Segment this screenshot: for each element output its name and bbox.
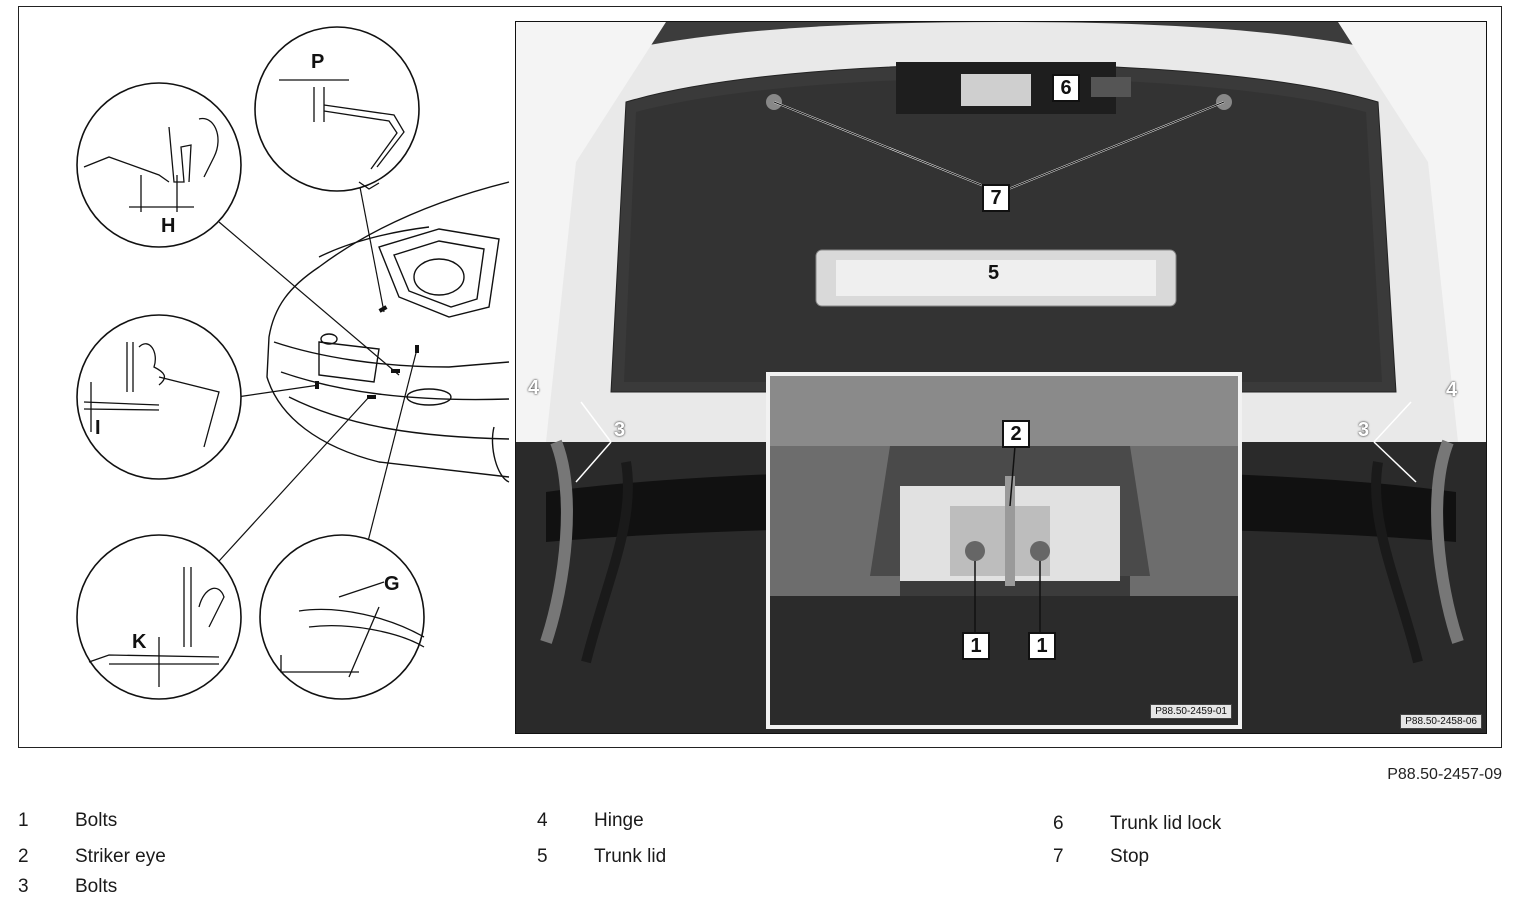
legend-label: Trunk lid [594,846,667,867]
callout-7: 7 [982,184,1010,212]
legend-number: 7 [1053,846,1064,867]
callout-1-left: 1 [962,632,990,660]
legend-label: Stop [1110,846,1150,867]
dimension-g-label: G [384,573,400,595]
gap-measurement-drawing [76,26,510,700]
callout-3-left: 3 [614,419,626,441]
legend-number: 4 [537,810,548,831]
trunk-lid-photo: 6 7 5 4 3 4 3 P88.50-2458-06 [515,21,1487,734]
dimension-i-label: I [95,417,101,439]
callout-1-right: 1 [1028,632,1056,660]
legend-number: 6 [1053,813,1064,834]
callout-3-right: 3 [1358,419,1370,441]
legend-number: 5 [537,846,548,867]
figure-code: P88.50-2457-09 [1387,766,1502,783]
callout-4-right: 4 [1446,379,1458,401]
legend-label: Bolts [75,810,118,831]
legend-number: 1 [18,810,29,831]
dimension-p-label: P [311,51,325,73]
dimension-h-label: H [161,215,176,237]
dimension-k-label: K [132,631,147,653]
callout-2: 2 [1002,420,1030,448]
striker-inset-photo: 2 1 1 P88.50-2459-01 [766,372,1242,729]
callout-4-left: 4 [528,377,540,399]
legend-label: Hinge [594,810,644,831]
legend-number: 2 [18,846,29,867]
legend-label: Striker eye [75,846,166,867]
legend-label: Bolts [75,876,118,897]
photo-code: P88.50-2458-06 [1400,714,1482,729]
legend-label: Trunk lid lock [1110,813,1222,834]
legend-number: 3 [18,876,29,897]
inset-code: P88.50-2459-01 [1150,704,1232,719]
callout-5: 5 [988,262,1000,284]
callout-6: 6 [1052,74,1080,102]
figure-frame: P H I K G [18,6,1502,748]
